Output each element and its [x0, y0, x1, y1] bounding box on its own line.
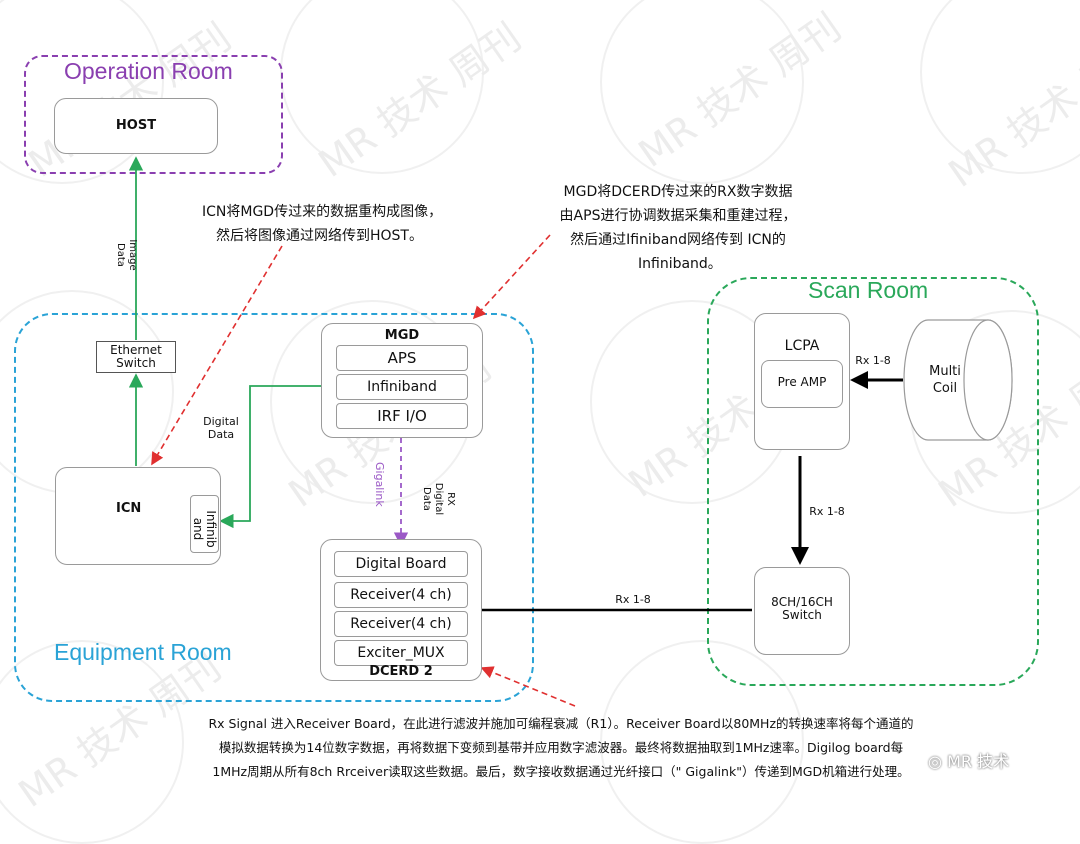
icn-label: ICN: [116, 501, 142, 516]
icn-port-label: Infinib and: [191, 500, 218, 558]
lcpa-box: LCPA Pre AMP: [754, 313, 850, 450]
watermark-circle: [600, 0, 804, 184]
operation-room: [24, 55, 283, 174]
rx-digital-data-label: RX Digital Data: [418, 474, 456, 524]
rx-digital-line3: Data: [421, 487, 432, 511]
mgd-infiniband: Infiniband: [336, 374, 468, 400]
scan-room-title: Scan Room: [808, 277, 929, 303]
equipment-room: [14, 313, 534, 702]
bottom-note-line3: 1MHz周期从所有8ch Rrceiver读取这些数据。最后，数字接收数据通过光…: [212, 764, 910, 779]
multicoil-label: Multi Coil: [912, 363, 978, 397]
image-data-line1: Image: [127, 239, 138, 271]
wechat-icon: ◎: [928, 752, 942, 771]
host-box: HOST: [54, 98, 218, 154]
multicoil-line1: Multi: [929, 364, 961, 379]
mgd-note-arrow: [472, 234, 551, 320]
mgd-note: MGD将DCERD传过来的RX数字数据 由APS进行协调数据采集和重建过程， 然…: [558, 180, 798, 276]
mgd-aps: APS: [336, 345, 468, 371]
rx-digital-line1: RX: [445, 492, 456, 506]
bottom-note-line1: Rx Signal 进入Receiver Board，在此进行滤波并施加可编程衰…: [208, 716, 914, 731]
bottom-note: Rx Signal 进入Receiver Board，在此进行滤波并施加可编程衰…: [96, 712, 1026, 784]
dcerd-exciter-mux: Exciter_MUX: [334, 640, 468, 666]
ethernet-switch-box: Ethernet Switch: [96, 341, 176, 373]
multicoil-shape: [903, 319, 1013, 441]
image-data-line2: Data: [115, 243, 126, 267]
multicoil-line2: Coil: [932, 381, 958, 396]
preamp-box: Pre AMP: [761, 360, 843, 408]
gigalink-label: Gigalink: [373, 462, 386, 507]
digital-data-label: Digital Data: [196, 415, 246, 441]
bottom-note-line2: 模拟数据转换为14位数字数据，再将数据下变频到基带并应用数字滤波器。最终将数据抽…: [218, 740, 904, 755]
icn-port-line2: and: [191, 517, 205, 541]
equipment-room-title: Equipment Room: [54, 639, 232, 665]
icn-box: ICN Infinib and: [55, 467, 221, 565]
mgd-title: MGD: [384, 328, 420, 343]
switch-8ch-box: 8CH/16CH Switch: [754, 567, 850, 655]
icn-note-line1: ICN将MGD传过来的数据重构成图像，: [202, 204, 443, 220]
operation-room-title: Operation Room: [64, 58, 233, 84]
corner-watermark-text: MR 技术: [947, 752, 1010, 771]
icn-note-arrow: [151, 245, 283, 466]
mgd-to-icn-line: [219, 385, 334, 529]
rx-digital-line2: Digital: [433, 482, 444, 516]
ethernet-switch-line2: Switch: [116, 356, 156, 370]
mgd-irf-io: IRF I/O: [336, 403, 468, 429]
rx-switch-label: Rx 1-8: [615, 593, 651, 606]
mgd-note-line1: MGD将DCERD传过来的RX数字数据: [563, 184, 793, 200]
rx-lcpa-label: Rx 1-8: [809, 505, 845, 518]
digital-data-line2: Data: [207, 428, 235, 441]
mgd-box: MGD APS Infiniband IRF I/O: [321, 323, 483, 438]
dcerd-digital-board: Digital Board: [334, 551, 468, 577]
icn-note: ICN将MGD传过来的数据重构成图像， 然后将图像通过网络传到HOST。: [202, 200, 442, 248]
preamp-label: Pre AMP: [777, 375, 827, 389]
dcerd-receiver-1: Receiver(4 ch): [334, 582, 468, 608]
switch-8ch-label: 8CH/16CH Switch: [755, 596, 849, 622]
host-label: HOST: [115, 118, 157, 133]
dcerd-title: DCERD 2: [369, 664, 433, 679]
lcpa-title: LCPA: [784, 338, 820, 354]
switch-8ch-line2: Switch: [782, 608, 822, 622]
connection-lines: [128, 156, 903, 707]
ethernet-switch-line1: Ethernet: [110, 343, 162, 357]
icn-note-line2: 然后将图像通过网络传到HOST。: [216, 228, 423, 244]
icn-infiniband-port: Infinib and: [190, 495, 219, 553]
bottom-note-arrow: [480, 666, 576, 707]
image-data-label: Image Data: [108, 235, 138, 275]
mgd-note-line3: 然后通过Ifiniband网络传到 ICN的: [570, 232, 786, 248]
rx-coil-label: Rx 1-8: [855, 354, 891, 367]
dcerd-box: Digital Board Receiver(4 ch) Receiver(4 …: [320, 539, 482, 681]
corner-watermark: ◎ MR 技术: [928, 748, 1009, 772]
dcerd-receiver-2: Receiver(4 ch): [334, 611, 468, 637]
scan-room: [707, 277, 1039, 686]
switch-8ch-line1: 8CH/16CH: [771, 595, 833, 609]
mgd-note-line2: 由APS进行协调数据采集和重建过程，: [559, 208, 797, 224]
icn-port-line1: Infinib: [204, 510, 218, 548]
digital-data-line1: Digital: [203, 415, 239, 428]
mgd-note-line4: Infiniband。: [638, 256, 722, 272]
